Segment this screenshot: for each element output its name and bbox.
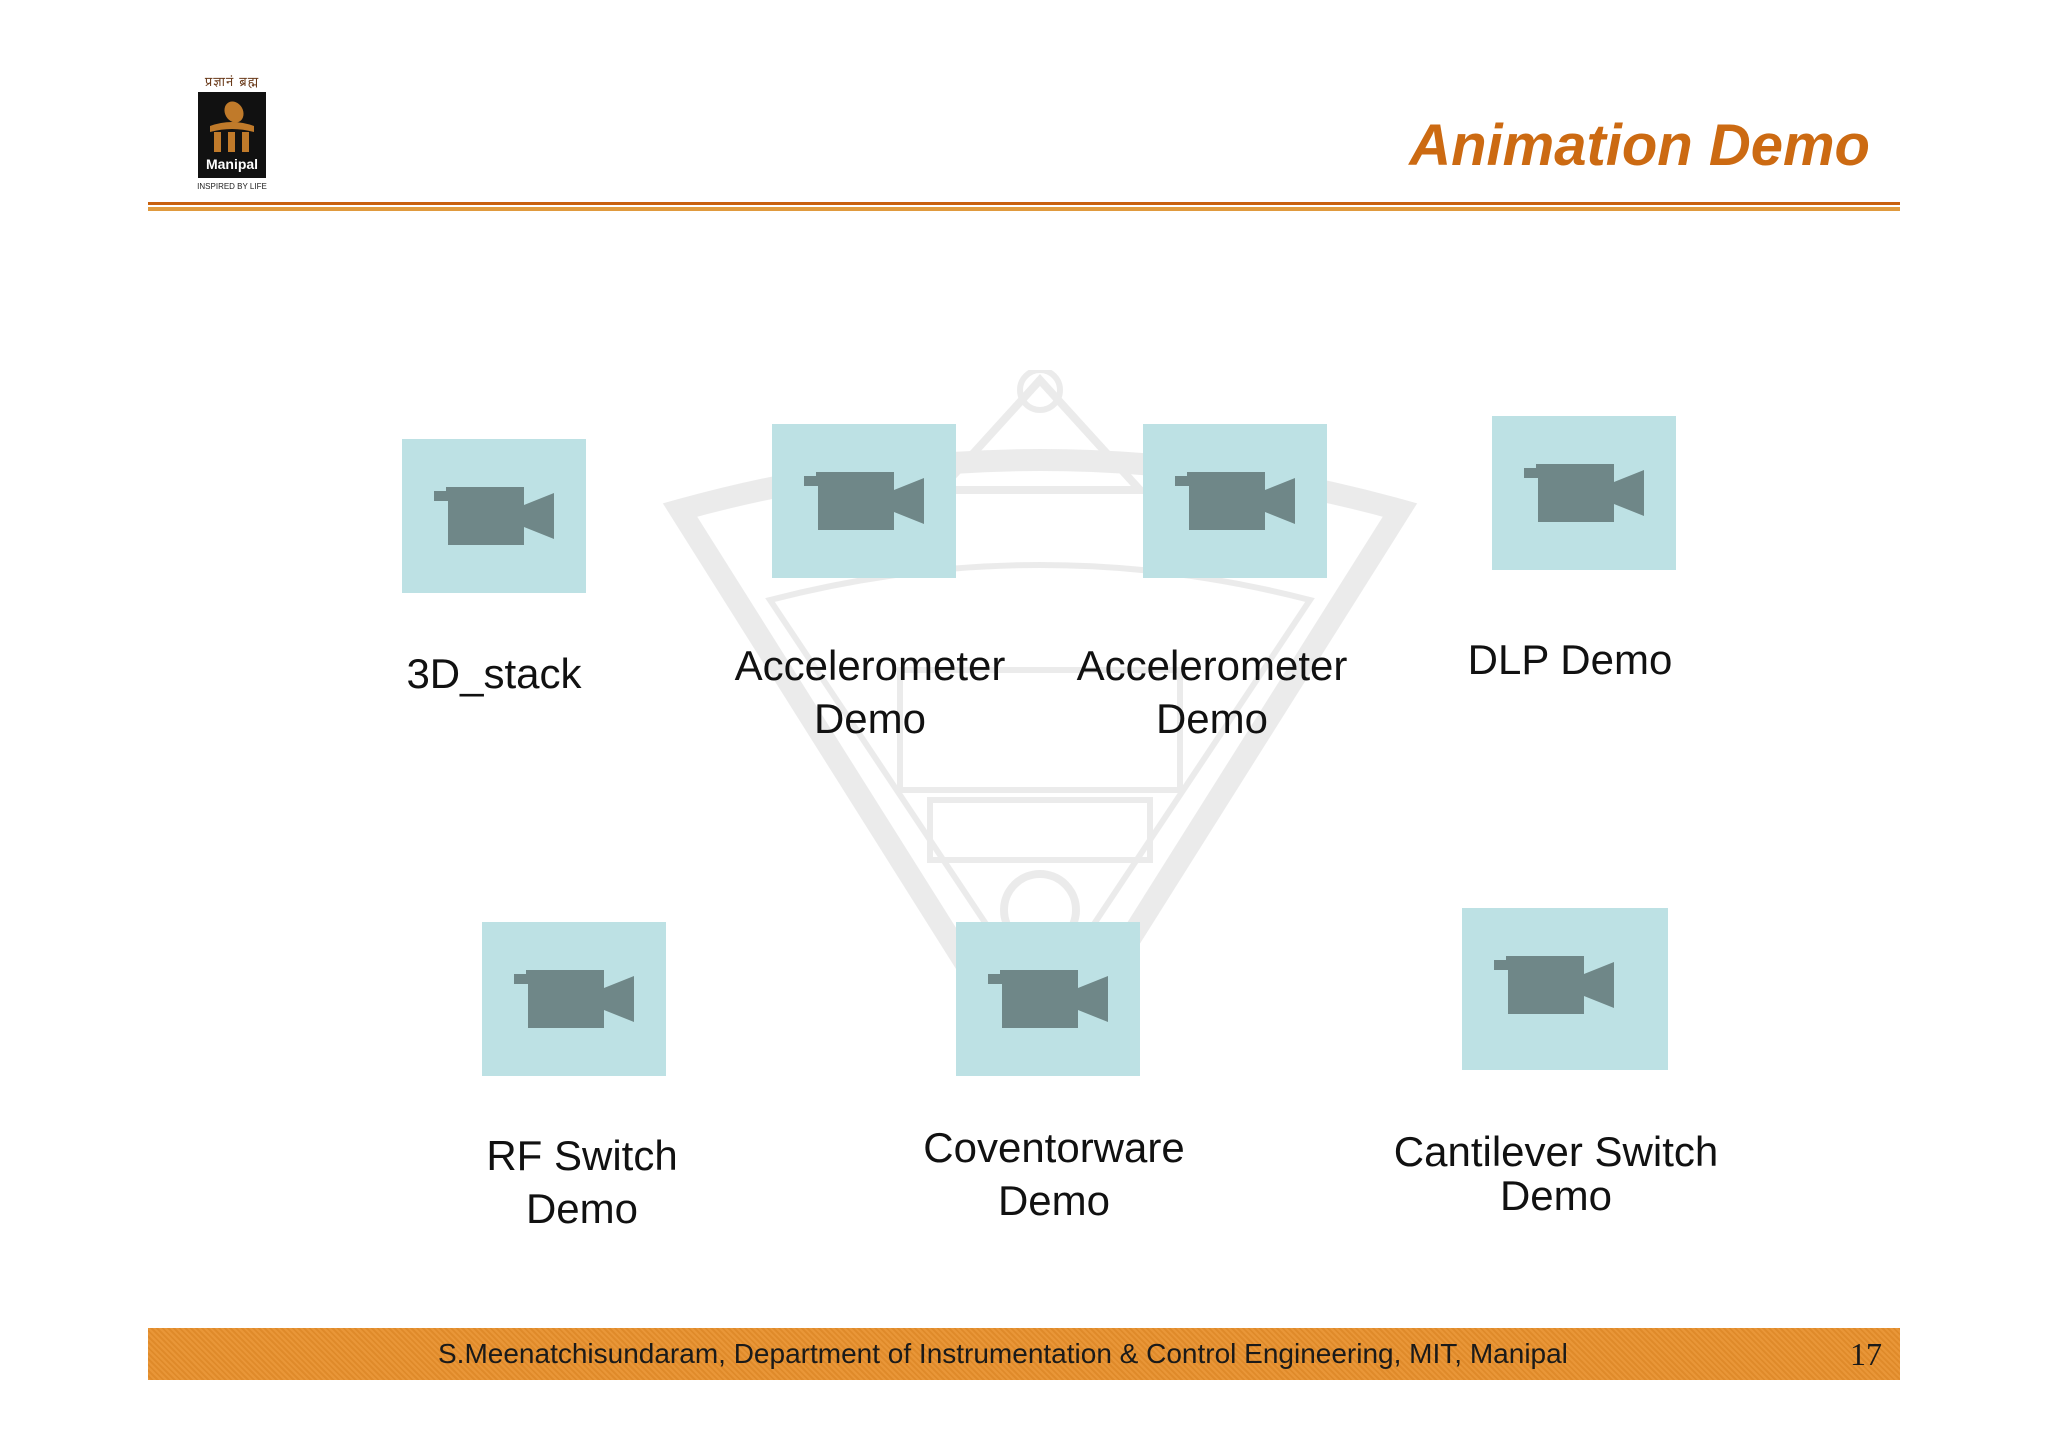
caption-line-1: Accelerometer bbox=[734, 642, 1006, 689]
title-divider bbox=[148, 202, 1900, 205]
media-tile-accelerometer-demo-2[interactable] bbox=[1143, 424, 1327, 578]
caption-accelerometer-demo-1: Accelerometer Demo bbox=[720, 640, 1020, 745]
caption-line-1: Coventorware bbox=[923, 1124, 1185, 1171]
title-divider-accent bbox=[148, 207, 1900, 211]
caption-line-1: 3D_stack bbox=[406, 650, 582, 697]
caption-line-2: Demo bbox=[1155, 694, 1269, 742]
video-camera-icon bbox=[514, 970, 634, 1028]
page-number: 17 bbox=[1850, 1336, 1882, 1372]
media-tile-cantilever-switch-demo[interactable] bbox=[1462, 908, 1668, 1070]
caption-line-2: Demo bbox=[525, 1184, 639, 1232]
video-camera-icon bbox=[434, 487, 554, 545]
manipal-logo: प्रज्ञानं ब्रह्म Manipal INSPIRED BY LIF… bbox=[194, 72, 270, 196]
logo-emblem-icon bbox=[210, 101, 254, 152]
caption-line-1: Cantilever Switch bbox=[1393, 1128, 1719, 1175]
slide-title: Animation Demo bbox=[1409, 113, 1870, 178]
video-camera-icon bbox=[1494, 956, 1614, 1014]
caption-accelerometer-demo-2: Accelerometer Demo bbox=[1062, 640, 1362, 745]
logo-motto: प्रज्ञानं ब्रह्म bbox=[204, 75, 260, 90]
logo-box: Manipal bbox=[198, 92, 266, 178]
logo-name: Manipal bbox=[205, 156, 259, 172]
caption-dlp-demo: DLP Demo bbox=[1440, 634, 1700, 687]
media-tile-3d-stack[interactable] bbox=[402, 439, 586, 593]
caption-line-1: DLP Demo bbox=[1467, 636, 1673, 683]
video-camera-icon bbox=[1175, 472, 1295, 530]
caption-3d-stack: 3D_stack bbox=[394, 648, 594, 701]
footer-bar: S.Meenatchisundaram, Department of Instr… bbox=[148, 1328, 1900, 1380]
media-tile-dlp-demo[interactable] bbox=[1492, 416, 1676, 570]
caption-coventorware-demo: Coventorware Demo bbox=[904, 1122, 1204, 1227]
caption-line-2: Demo bbox=[813, 694, 927, 742]
footer-author-text: S.Meenatchisundaram, Department of Instr… bbox=[438, 1338, 1568, 1369]
caption-line-2: Demo bbox=[1499, 1172, 1613, 1220]
caption-line-2: Demo bbox=[997, 1176, 1111, 1224]
video-camera-icon bbox=[1524, 464, 1644, 522]
logo-tagline: INSPIRED BY LIFE bbox=[197, 182, 267, 191]
caption-cantilever-switch-demo: Cantilever Switch Demo bbox=[1366, 1128, 1746, 1220]
video-camera-icon bbox=[804, 472, 924, 530]
caption-rf-switch-demo: RF Switch Demo bbox=[452, 1130, 712, 1235]
media-tile-accelerometer-demo-1[interactable] bbox=[772, 424, 956, 578]
media-tile-coventorware-demo[interactable] bbox=[956, 922, 1140, 1076]
video-camera-icon bbox=[988, 970, 1108, 1028]
caption-line-1: RF Switch bbox=[486, 1132, 678, 1179]
media-tile-rf-switch-demo[interactable] bbox=[482, 922, 666, 1076]
caption-line-1: Accelerometer bbox=[1076, 642, 1348, 689]
